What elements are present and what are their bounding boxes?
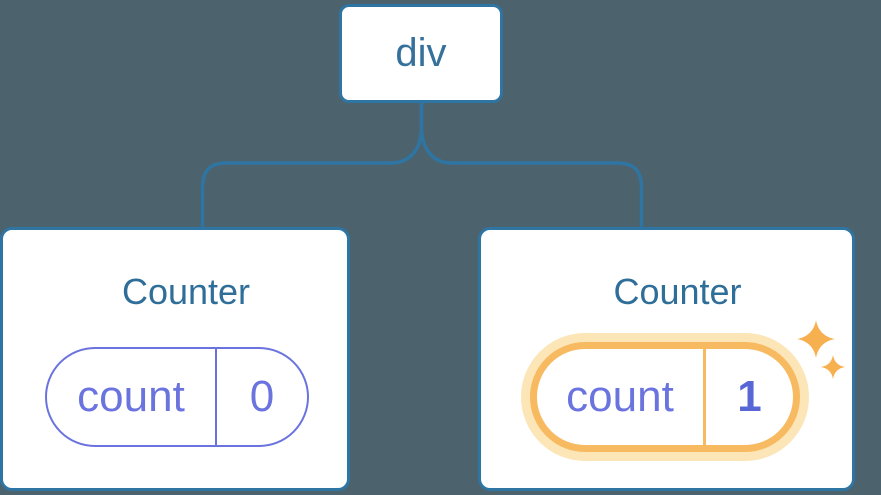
connector-right-branch	[419, 101, 644, 228]
root-node-label: div	[395, 31, 447, 75]
state-value-right: 1	[737, 372, 762, 421]
counter-card-right: Counter count 1	[478, 227, 855, 491]
counter-title-left: Counter	[121, 271, 251, 312]
state-key-right: count	[537, 349, 706, 445]
sparkle-small	[821, 355, 845, 379]
counter-title-right: Counter	[613, 271, 742, 312]
sparkle-large	[797, 320, 835, 358]
state-value-left: 0	[249, 372, 275, 421]
root-node-div: div	[339, 4, 503, 103]
sparkle-icon	[797, 320, 845, 379]
state-key-left: count	[47, 349, 217, 445]
state-pill-left: count 0	[45, 347, 309, 447]
state-pill-right-updated: count 1	[530, 342, 800, 452]
counter-card-left: Counter count 0	[0, 227, 350, 491]
connector-left-branch	[200, 101, 424, 228]
